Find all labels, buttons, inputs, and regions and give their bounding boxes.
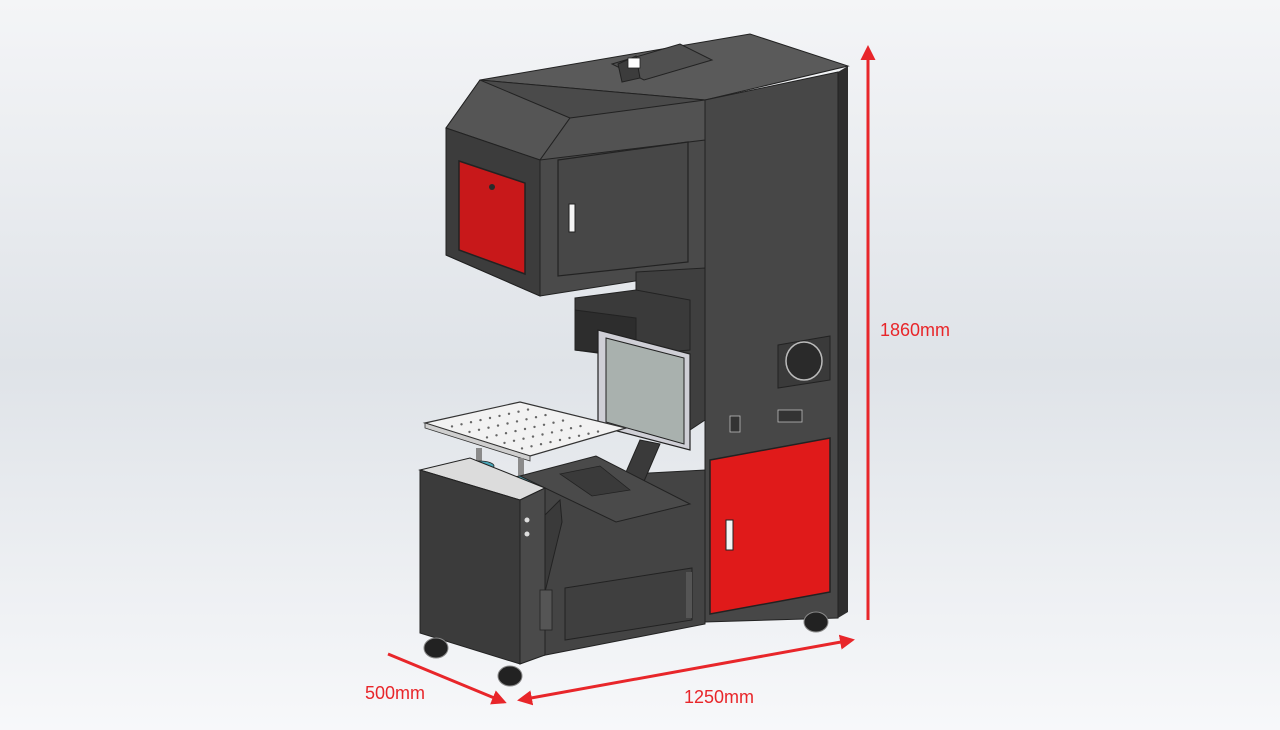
table-hole: [561, 419, 565, 422]
table-hole: [487, 426, 490, 429]
table-hole: [531, 435, 535, 438]
table-hole: [520, 447, 524, 450]
casters: [423, 611, 829, 687]
table-hole: [512, 439, 516, 442]
table-hole: [541, 433, 544, 436]
red-window-panel: [458, 159, 526, 276]
table-hole: [469, 421, 473, 424]
table-hole: [539, 443, 543, 446]
table-hole: [549, 440, 552, 444]
table-hole: [596, 430, 600, 433]
table-hole: [468, 430, 471, 434]
table-hole: [504, 432, 508, 435]
table-hole: [450, 425, 454, 428]
table-hole: [560, 429, 563, 432]
table-hole: [515, 420, 519, 423]
table-hole: [517, 410, 520, 413]
power-panel: [564, 567, 693, 641]
table-hole: [579, 424, 582, 428]
control-switch: [777, 409, 803, 423]
table-hole: [525, 418, 528, 421]
table-hole: [530, 445, 533, 448]
table-hole: [496, 424, 500, 427]
table-hole: [506, 422, 509, 425]
table-hole: [534, 416, 538, 419]
table-hole: [503, 441, 506, 445]
table-hole: [552, 421, 555, 424]
laser-head-housing: [445, 79, 706, 297]
table-hole: [507, 412, 511, 415]
width-dimension-label: 1250mm: [684, 687, 755, 707]
table-hole: [569, 427, 573, 430]
exhaust-port: [777, 335, 831, 389]
table-hole: [477, 428, 481, 431]
table-hole: [479, 418, 482, 422]
lower-red-door: [709, 437, 831, 615]
width-arrow: [517, 634, 855, 706]
table-hole: [514, 429, 517, 433]
table-hole: [550, 431, 554, 434]
table-hole: [488, 416, 492, 420]
depth-arrow: [387, 652, 507, 705]
table-hole: [526, 408, 530, 411]
top-lifting-handle: [610, 43, 714, 83]
table-hole: [542, 423, 546, 426]
upper-front-door: [557, 141, 689, 277]
table-hole: [587, 432, 590, 435]
table-hole: [568, 436, 571, 440]
height-dimension-label: 1860mm: [880, 320, 951, 340]
table-hole: [523, 427, 527, 431]
door-handle: [725, 519, 734, 551]
indicator-box: [729, 415, 741, 433]
table-hole: [495, 434, 498, 437]
depth-dimension-label: 500mm: [365, 683, 426, 703]
monitor-screen: [605, 337, 685, 445]
door-handle: [568, 203, 576, 233]
table-hole: [485, 436, 489, 439]
table-hole: [460, 423, 463, 426]
table-hole: [577, 434, 581, 437]
table-hole: [558, 438, 562, 442]
table-hole: [544, 413, 547, 417]
table-hole: [522, 437, 525, 440]
table-hole: [533, 425, 536, 429]
lower-left-cabinet: [418, 457, 553, 665]
table-hole: [498, 414, 501, 418]
